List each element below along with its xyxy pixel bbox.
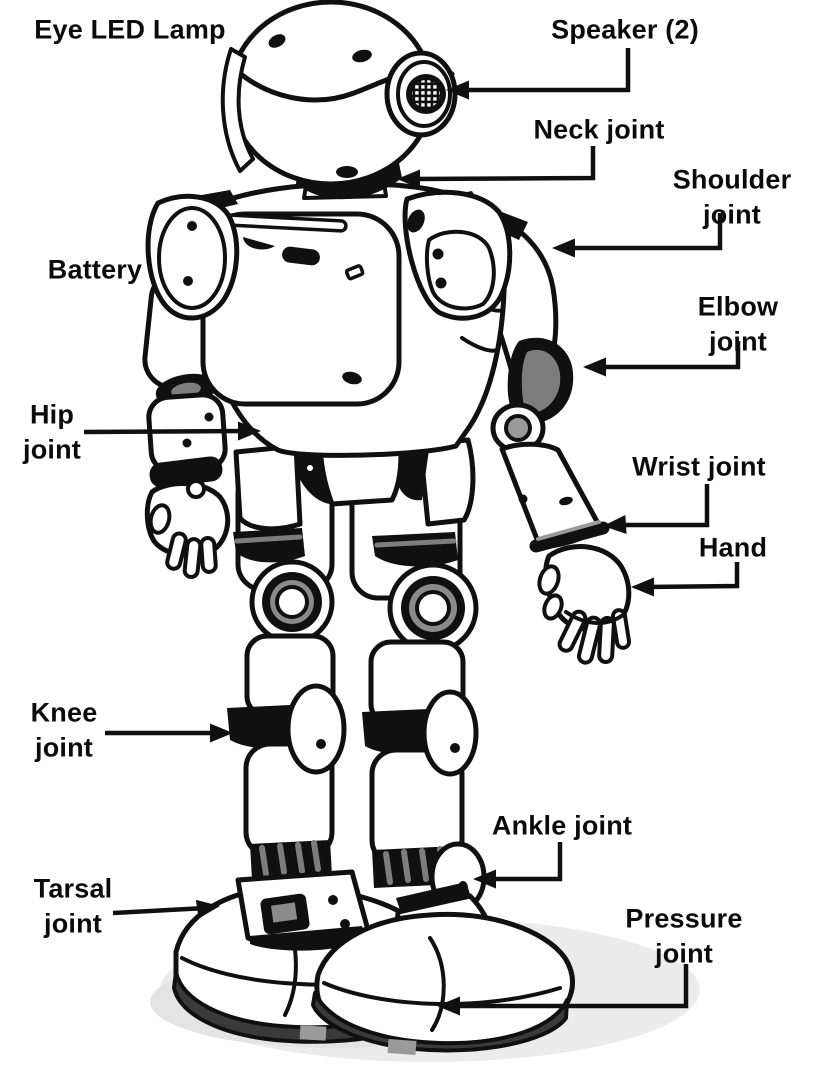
label-hip-joint: Hip joint [23, 399, 81, 464]
label-pressure-joint: Pressure joint [625, 903, 743, 968]
label-neck-joint: Neck joint [533, 114, 665, 145]
speaker-grille [384, 50, 458, 138]
head [220, 0, 458, 187]
label-ankle-joint: Ankle joint [491, 810, 633, 841]
eye-led-dot [352, 49, 372, 63]
label-elbow-joint: Elbow joint [697, 291, 779, 356]
label-shoulder-joint: Shoulder joint [672, 164, 792, 229]
label-eye-led-lamp: Eye LED Lamp [34, 14, 226, 45]
label-wrist-joint: Wrist joint [632, 451, 766, 482]
right-shoulder-pad [402, 189, 528, 321]
left-shoulder-pad [145, 190, 240, 321]
hip-cylinders [249, 559, 479, 654]
label-tarsal-joint: Tarsal joint [33, 873, 113, 938]
legs-lower [227, 633, 487, 913]
label-knee-joint: Knee joint [30, 697, 98, 762]
right-boot [311, 882, 575, 1055]
label-hand: Hand [698, 532, 768, 563]
label-battery: Battery [47, 254, 143, 285]
label-speaker: Speaker (2) [551, 14, 699, 45]
eye-led-dot [268, 34, 286, 48]
